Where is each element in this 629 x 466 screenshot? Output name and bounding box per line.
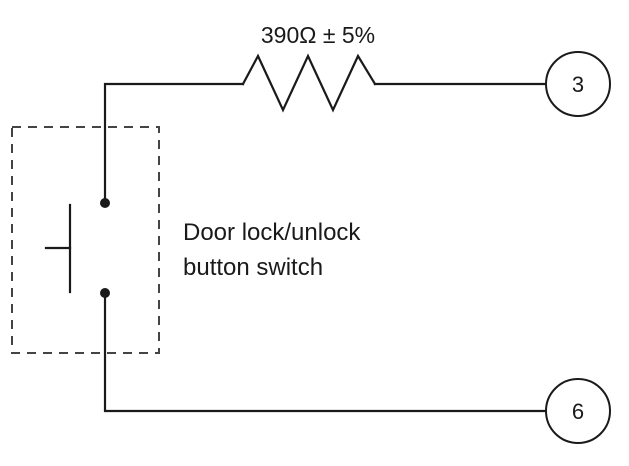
switch-label-line1: Door lock/unlock (183, 219, 361, 246)
terminal-3-circle (545, 51, 611, 117)
switch-label-line2: button switch (183, 254, 323, 281)
terminal-6-circle (545, 378, 611, 444)
terminal-6-label: 6 (572, 399, 584, 424)
switch-upper-contact (100, 198, 110, 208)
top-wire-left (103, 82, 245, 205)
resistor-symbol (241, 53, 377, 113)
terminal-3-label: 3 (572, 72, 584, 97)
bottom-wire (103, 291, 548, 413)
switch-enclosure (11, 126, 160, 354)
resistor-value-label: 390Ω ± 5% (261, 22, 375, 48)
